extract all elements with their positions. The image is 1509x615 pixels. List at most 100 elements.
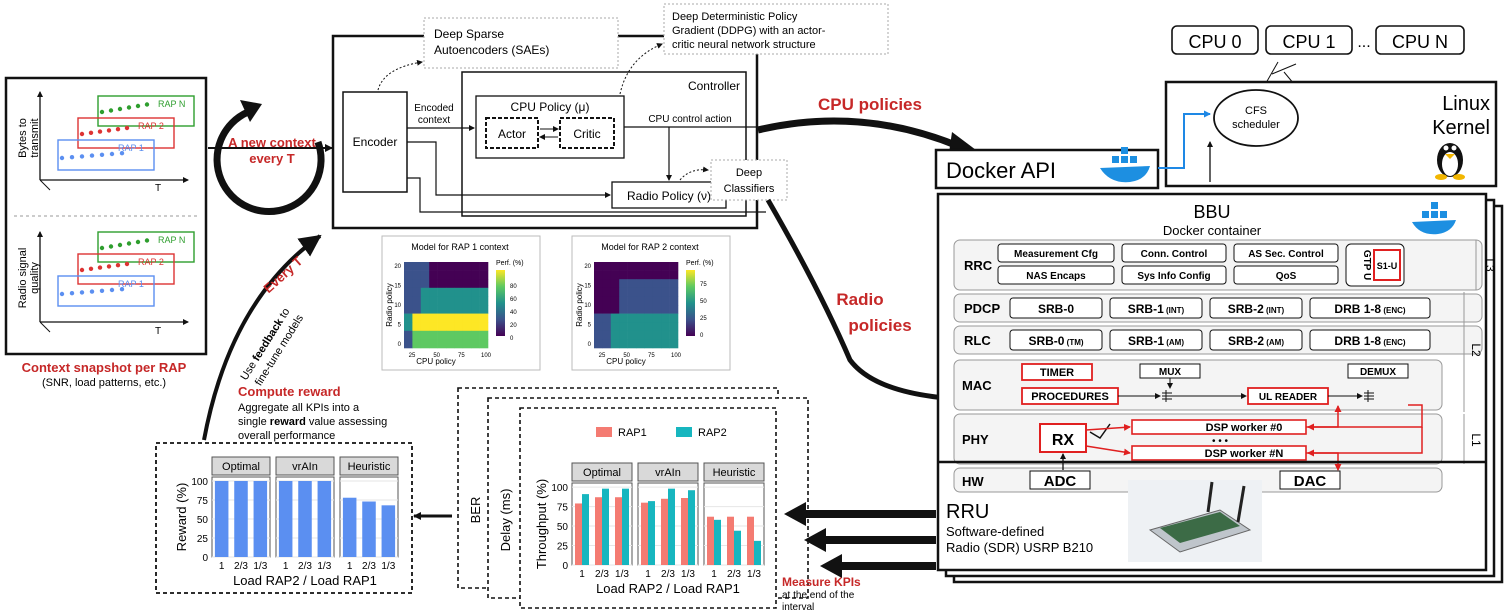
- heatmap-x-tick: 100: [671, 353, 682, 359]
- linux-label-1: Linux: [1442, 93, 1490, 115]
- y-tick-label: 0: [202, 553, 208, 564]
- reward-desc-1: Aggregate all KPIs into a: [238, 402, 360, 414]
- heatmap-cell: [404, 330, 413, 340]
- heatmap-cell: [454, 339, 464, 349]
- x-tick-label: 2/3: [298, 561, 312, 572]
- heatmap-cell: [610, 305, 620, 314]
- heatmap-cell: [404, 305, 413, 314]
- x-tick-label: 1/3: [253, 561, 267, 572]
- heatmap-x-tick: 25: [409, 353, 416, 359]
- chart-bar: [727, 516, 734, 565]
- bbu-title: BBU: [1193, 202, 1230, 222]
- heatmap-cell: [652, 313, 662, 323]
- chart-bar: [381, 505, 396, 557]
- heatmap-cell: [652, 296, 662, 306]
- context-dot: [79, 267, 85, 273]
- context-dot: [89, 153, 95, 158]
- context-dot: [117, 242, 123, 248]
- chart-bar: [688, 490, 695, 565]
- bytes-ylabel-line1: Bytes to: [17, 118, 29, 158]
- heatmap-cell: [627, 322, 637, 332]
- heatmap-cell: [610, 287, 620, 297]
- context-dot: [109, 151, 115, 157]
- bbu-subtitle: Docker container: [1163, 223, 1262, 238]
- layer-item-box: [1209, 297, 1303, 319]
- heatmap-cell: [420, 330, 430, 340]
- layer-item-label: SRB-1 (INT): [1128, 302, 1185, 316]
- heatmap-cell: [437, 279, 447, 289]
- rlc-label: RLC: [964, 333, 991, 348]
- x-tick-label: 1: [645, 569, 651, 580]
- heatmap-cell: [446, 270, 455, 280]
- context-dot: [106, 128, 112, 133]
- heatmap-cell: [636, 262, 645, 271]
- context-dot: [88, 266, 94, 271]
- heatmap-cell: [602, 270, 612, 280]
- heatmap-cell: [669, 305, 679, 314]
- heatmap-cell: [636, 313, 645, 323]
- heatmap-cell: [652, 305, 662, 314]
- heatmap-cell: [446, 279, 455, 289]
- chart-bar: [575, 503, 582, 565]
- heatmap-cell: [669, 296, 679, 306]
- facet-label: vrAIn: [655, 467, 681, 479]
- heatmap1-legend-title: Perf. (%): [496, 260, 524, 267]
- x-tick-label: 1: [579, 569, 585, 580]
- context-dot: [109, 287, 115, 293]
- heatmap-cell: [420, 287, 430, 297]
- cpu-dots: ...: [1357, 34, 1370, 51]
- context-dot: [124, 261, 130, 267]
- heatmap-cell: [420, 296, 430, 306]
- context-dot: [97, 129, 103, 134]
- context-dot: [124, 125, 130, 131]
- heatmap-cell: [661, 287, 670, 297]
- heatmap-cell: [479, 262, 489, 271]
- cpu-1-label: CPU 1: [1282, 32, 1335, 52]
- heatmap-cell: [644, 305, 654, 314]
- heatmap-cell: [471, 339, 480, 349]
- heatmap2-legend-0: 0: [700, 333, 704, 339]
- heatmap-cell: [429, 279, 438, 289]
- rrc-item-box: [1233, 243, 1339, 263]
- context-dot: [119, 151, 125, 156]
- gtpu-label: GTP U: [1361, 250, 1372, 280]
- rrc-item-label: Measurement Cfg: [1014, 249, 1098, 260]
- heatmap-cell: [610, 262, 620, 271]
- heatmap-cell: [661, 296, 670, 306]
- layer-item-label: DRB 1-8 (ENC): [1334, 302, 1405, 316]
- chart-bar: [278, 481, 293, 557]
- heatmap-x-tick: 100: [481, 353, 492, 359]
- heatmap-cell: [429, 296, 438, 306]
- heatmap-cell: [462, 322, 472, 332]
- ber-label: BER: [468, 497, 483, 524]
- heatmap-cell: [610, 279, 620, 289]
- heatmap-cell: [446, 339, 455, 349]
- heatmap-cell: [429, 313, 438, 323]
- heatmap-cell: [446, 287, 455, 297]
- heatmap-cell: [594, 270, 603, 280]
- legend-label-rap2: RAP2: [698, 427, 727, 439]
- heatmap-cell: [404, 296, 413, 306]
- heatmap-cell: [594, 330, 603, 340]
- rrc-item-label: AS Sec. Control: [1248, 249, 1324, 260]
- layer-item-box: [1209, 329, 1303, 351]
- context-dot: [126, 241, 132, 246]
- heatmap-x-tick: 50: [623, 353, 630, 359]
- chart-bar: [214, 481, 229, 557]
- tux-icon: [1435, 143, 1465, 180]
- heatmap-cell: [446, 322, 455, 332]
- legend-label-rap1: RAP1: [618, 427, 647, 439]
- ddpg-note-2: Gradient (DDPG) with an actor-: [672, 25, 826, 37]
- context-dot: [59, 155, 65, 161]
- heatmap-cell: [610, 339, 620, 349]
- context-dot: [108, 108, 114, 113]
- rrc-item-box: [1121, 243, 1227, 263]
- ddpg-note-3: critic neural network structure: [672, 39, 816, 51]
- heatmap-cell: [610, 322, 620, 332]
- y-tick-label: 25: [197, 534, 209, 545]
- heatmap-cell: [420, 262, 430, 271]
- mac-label: MAC: [962, 378, 992, 393]
- rap-1-label-2: RAP 1: [118, 279, 144, 289]
- rx-label: RX: [1052, 432, 1075, 449]
- cpu-policies-label: CPU policies: [818, 95, 922, 114]
